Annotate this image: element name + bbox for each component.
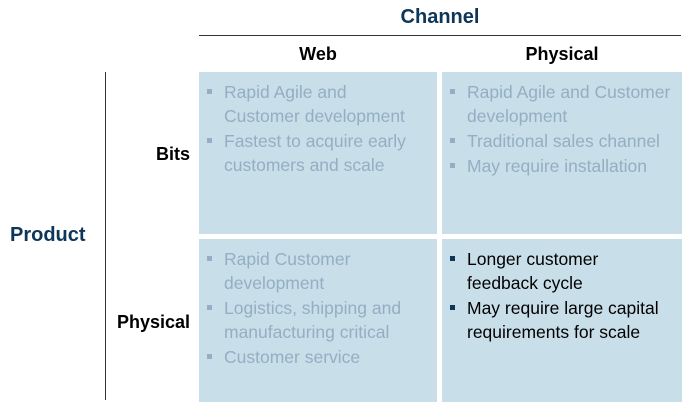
row-header-bits: Bits [155, 144, 190, 164]
list-item-text: Customer service [224, 347, 361, 367]
list-item: Rapid Agile and Customer development [207, 80, 427, 128]
list-item-text: Rapid Agile and Customer development [224, 82, 405, 126]
list-item-text: Rapid Customer development [224, 249, 351, 293]
product-axis-rule [105, 72, 106, 400]
list-item: Longer customer feedback cycle [450, 247, 672, 295]
bullet-icon [450, 163, 455, 168]
list-item-text: Fastest to acquire early customers and s… [224, 131, 406, 175]
list-item: Fastest to acquire early customers and s… [207, 129, 427, 177]
list-item: Rapid Agile and Customer development [450, 80, 672, 128]
list-item-text: Traditional sales channel [467, 131, 660, 151]
list-item: Traditional sales channel [450, 129, 672, 153]
list-item-text: May require large capital requirements f… [467, 298, 659, 342]
bullet-icon [450, 89, 455, 94]
list-item: May require installation [450, 154, 672, 178]
channel-axis-title: Channel [400, 6, 480, 28]
list-item: May require large capital requirements f… [450, 296, 672, 344]
row-header-physical: Physical [116, 312, 190, 332]
cell-physical-physical: Longer customer feedback cycle May requi… [442, 239, 682, 402]
cell-bits-physical: Rapid Agile and Customer development Tra… [442, 72, 682, 234]
cell-bits-web: Rapid Agile and Customer development Fas… [199, 72, 437, 234]
bullet-icon [207, 354, 212, 359]
column-header-web: Web [299, 44, 337, 64]
list-item-text: May require installation [467, 156, 647, 176]
list-item: Rapid Customer development [207, 247, 427, 295]
column-header-physical: Physical [525, 44, 599, 64]
product-axis-title: Product [10, 224, 86, 246]
list-item: Logistics, shipping and manufacturing cr… [207, 296, 427, 344]
bullet-icon [207, 256, 212, 261]
bullet-icon [450, 138, 455, 143]
list-item-text: Longer customer feedback cycle [467, 249, 599, 293]
list-item-text: Rapid Agile and Customer development [467, 82, 671, 126]
bullet-icon [207, 138, 212, 143]
cell-physical-web: Rapid Customer development Logistics, sh… [199, 239, 437, 402]
bullet-icon [450, 305, 455, 310]
bullet-icon [207, 89, 212, 94]
bullet-icon [450, 256, 455, 261]
channel-axis-rule [199, 35, 681, 36]
list-item: Customer service [207, 345, 427, 369]
bullet-icon [207, 305, 212, 310]
list-item-text: Logistics, shipping and manufacturing cr… [224, 298, 402, 342]
